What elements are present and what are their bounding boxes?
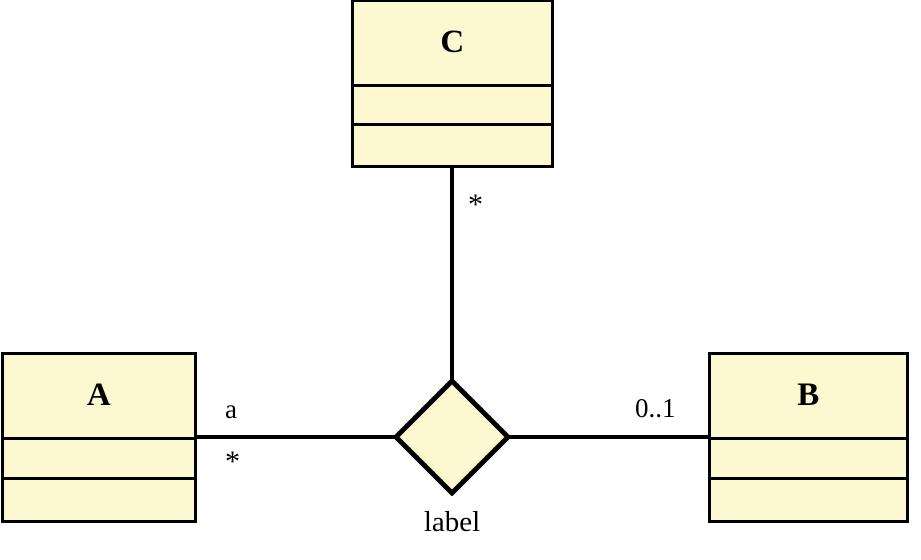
diamond-icon (393, 378, 511, 496)
uml-class-c-name: C (440, 24, 465, 61)
association-name-label: label (423, 506, 481, 538)
uml-class-a-attributes-compartment (4, 436, 194, 478)
uml-class-b[interactable]: B (708, 352, 909, 523)
multiplicity-label-a: * (225, 445, 240, 478)
multiplicity-label-b: 0..1 (635, 393, 676, 423)
association-edge-c[interactable] (450, 166, 454, 380)
uml-class-b-attributes-compartment (711, 436, 906, 478)
uml-class-c-attributes-compartment (354, 83, 551, 124)
uml-class-c[interactable]: C (351, 0, 554, 168)
uml-class-b-name-compartment: B (711, 355, 906, 437)
association-edge-a[interactable] (195, 435, 396, 439)
uml-class-a-name: A (86, 377, 112, 414)
uml-class-b-operations-compartment (711, 477, 906, 520)
multiplicity-label-c: * (468, 188, 483, 221)
uml-class-a[interactable]: A (1, 352, 197, 523)
uml-class-a-name-compartment: A (4, 355, 194, 437)
role-label-a: a (225, 394, 237, 424)
uml-class-c-name-compartment: C (354, 2, 551, 84)
uml-class-c-operations-compartment (354, 123, 551, 165)
uml-class-b-name: B (797, 377, 820, 414)
uml-class-a-operations-compartment (4, 477, 194, 520)
association-diamond[interactable] (393, 378, 511, 496)
association-edge-b[interactable] (509, 435, 710, 439)
